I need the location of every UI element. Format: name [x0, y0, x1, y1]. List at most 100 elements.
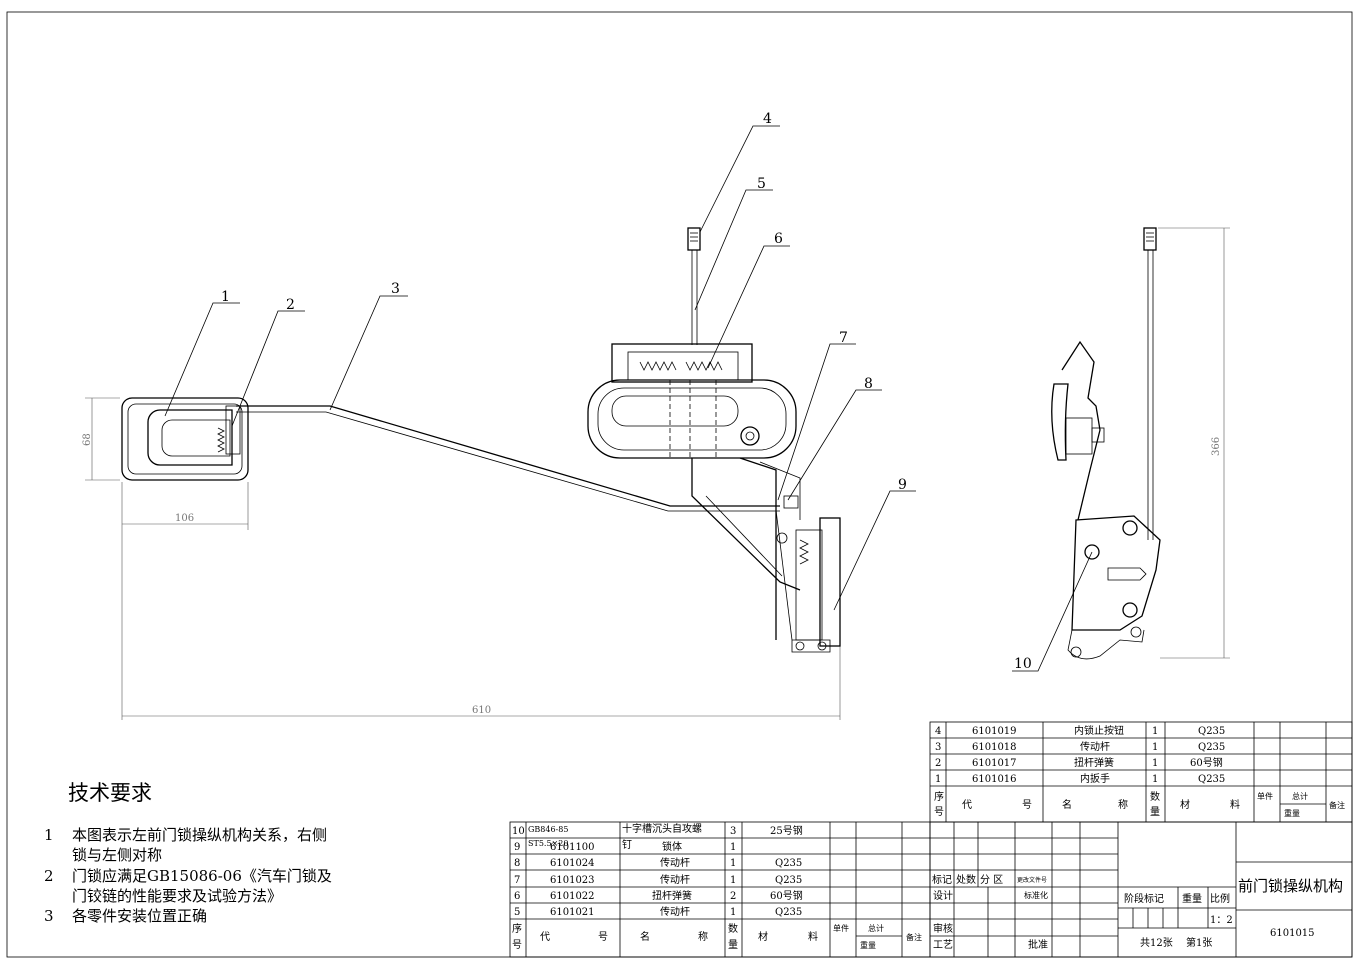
svg-text:名: 名: [1062, 798, 1072, 811]
svg-text:6101021: 6101021: [550, 907, 595, 918]
svg-text:备注: 备注: [906, 932, 922, 942]
svg-text:6101016: 6101016: [972, 774, 1017, 785]
svg-text:号: 号: [598, 931, 608, 943]
svg-text:批准: 批准: [1028, 938, 1048, 951]
balloon-labels: 1 2 3 4 5 6 7 8 9 10: [221, 111, 1032, 672]
svg-text:8: 8: [514, 858, 520, 869]
svg-text:材: 材: [1180, 798, 1190, 811]
leader-lines: [164, 125, 1093, 672]
svg-text:1: 1: [44, 826, 54, 844]
svg-text:单件: 单件: [833, 923, 849, 933]
svg-text:工艺: 工艺: [933, 939, 953, 951]
svg-text:60号钢: 60号钢: [770, 889, 803, 902]
scale-value: 1：2: [1210, 915, 1233, 926]
balloon-7: 7: [839, 330, 848, 346]
svg-text:6101024: 6101024: [550, 858, 595, 869]
svg-text:锁体: 锁体: [662, 840, 682, 853]
svg-text:4: 4: [935, 726, 941, 737]
svg-text:扭杆弹簧: 扭杆弹簧: [652, 889, 692, 902]
bom-left-text: 10 GB846-85 ST5.5×20 十字槽沉头自攻螺 钉 3 25号钢 9…: [512, 822, 922, 951]
svg-text:3: 3: [935, 742, 941, 753]
svg-text:材: 材: [758, 930, 768, 943]
svg-text:2: 2: [44, 867, 54, 885]
svg-text:料: 料: [1230, 798, 1240, 811]
title-block-text: 标记 处数 分 区 更改文件号 设计 标准化 审核 工艺 批准 阶段标记 重量 …: [932, 873, 1343, 951]
svg-text:6101017: 6101017: [972, 758, 1017, 769]
svg-text:6: 6: [514, 891, 520, 902]
svg-text:9: 9: [514, 842, 520, 853]
svg-text:25号钢: 25号钢: [770, 824, 803, 837]
svg-text:量: 量: [1150, 806, 1160, 818]
svg-text:Q235: Q235: [775, 907, 802, 918]
svg-text:重量: 重量: [1284, 808, 1300, 818]
lock-mechanism-side-view: [1051, 227, 1161, 660]
bom-right-text: 4 6101019 内锁止按钮 1 Q235 3 6101018 传动杆 1 Q…: [934, 724, 1345, 818]
svg-text:重量: 重量: [1182, 892, 1202, 905]
svg-text:料: 料: [808, 930, 818, 943]
svg-text:1: 1: [730, 842, 736, 853]
svg-text:106: 106: [175, 513, 194, 524]
svg-text:分 区: 分 区: [980, 874, 1003, 886]
svg-text:锁与左侧对称: 锁与左侧对称: [72, 846, 162, 864]
svg-text:称: 称: [698, 930, 708, 943]
svg-text:门锁应满足GB15086-06《汽车门锁及: 门锁应满足GB15086-06《汽车门锁及: [72, 867, 332, 885]
svg-text:Q235: Q235: [1198, 774, 1225, 785]
sheet-current: 第1张: [1186, 936, 1212, 949]
requirements-heading: 技术要求: [68, 781, 152, 805]
svg-text:序: 序: [934, 790, 944, 803]
svg-text:审核: 审核: [933, 922, 953, 935]
svg-text:Q235: Q235: [775, 875, 802, 886]
svg-text:5: 5: [514, 907, 520, 918]
svg-text:1: 1: [1152, 726, 1158, 737]
svg-text:序: 序: [512, 922, 522, 935]
balloon-2: 2: [286, 297, 295, 313]
svg-text:6101023: 6101023: [550, 875, 595, 886]
svg-text:6101100: 6101100: [550, 842, 595, 853]
svg-text:3: 3: [730, 826, 736, 837]
svg-text:处数: 处数: [956, 873, 976, 886]
svg-text:十字槽沉头自攻螺: 十字槽沉头自攻螺: [622, 822, 702, 835]
svg-text:传动杆: 传动杆: [1080, 741, 1110, 753]
svg-text:内扳手: 内扳手: [1080, 772, 1110, 785]
svg-text:扭杆弹簧: 扭杆弹簧: [1074, 756, 1114, 769]
svg-text:6101019: 6101019: [972, 726, 1017, 737]
svg-text:更改文件号: 更改文件号: [1017, 876, 1047, 884]
svg-text:量: 量: [728, 939, 738, 951]
svg-text:68: 68: [82, 433, 93, 446]
technical-requirements: 技术要求 1 本图表示左前门锁操纵机构关系，右侧 锁与左侧对称 2 门锁应满足G…: [44, 781, 332, 925]
svg-text:1: 1: [1152, 742, 1158, 753]
svg-text:1: 1: [935, 774, 941, 785]
balloon-8: 8: [864, 376, 873, 392]
svg-text:标准化: 标准化: [1024, 890, 1048, 900]
svg-text:号: 号: [512, 939, 522, 951]
svg-text:传动杆: 传动杆: [660, 857, 690, 869]
balloon-6: 6: [774, 231, 783, 247]
svg-text:数: 数: [1150, 790, 1160, 803]
svg-text:Q235: Q235: [1198, 726, 1225, 737]
balloon-5: 5: [757, 176, 766, 192]
dim-handle-height: 68: [82, 397, 120, 481]
svg-text:2: 2: [935, 758, 941, 769]
svg-text:号: 号: [934, 806, 944, 818]
svg-text:单件: 单件: [1257, 791, 1273, 801]
svg-text:3: 3: [44, 907, 54, 925]
svg-text:代: 代: [962, 799, 972, 811]
svg-text:门铰链的性能要求及试验方法》: 门铰链的性能要求及试验方法》: [72, 887, 282, 905]
svg-text:代: 代: [540, 931, 550, 943]
svg-text:GB846-85: GB846-85: [528, 825, 568, 834]
svg-text:1: 1: [1152, 774, 1158, 785]
svg-text:1: 1: [730, 875, 736, 886]
svg-text:各零件安装位置正确: 各零件安装位置正确: [72, 907, 207, 925]
balloon-3: 3: [391, 281, 400, 297]
svg-text:7: 7: [514, 875, 520, 886]
svg-text:传动杆: 传动杆: [660, 874, 690, 886]
bom-table-right: [929, 721, 1353, 823]
sheet-total: 共12张: [1140, 937, 1173, 949]
balloon-4: 4: [763, 111, 772, 127]
svg-text:备注: 备注: [1329, 800, 1345, 810]
dim-overall-width: 610: [121, 530, 841, 720]
svg-text:1: 1: [730, 858, 736, 869]
balloon-10: 10: [1014, 656, 1032, 672]
dim-lever-height: 366: [1158, 227, 1230, 659]
balloon-1: 1: [221, 289, 230, 305]
